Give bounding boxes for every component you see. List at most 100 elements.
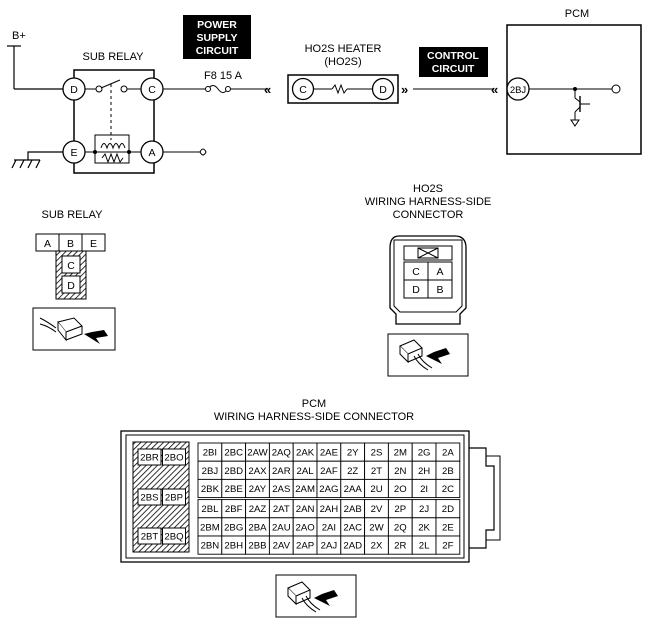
pcm-pin-label: 2AE (320, 448, 338, 459)
heater-pin-c: C (291, 77, 315, 101)
pcm-pin-label: 2H (418, 466, 430, 477)
pcm-pin-label: 2BB (248, 541, 266, 552)
pcm-side-pin-cell (137, 448, 162, 466)
pcm-pin-label: 2BD (224, 466, 243, 477)
pcm-pin-label: 2AW (247, 448, 268, 459)
pcm-pin-label: 2AO (295, 522, 314, 533)
ho2s-heater-label: HO2S HEATER (305, 43, 382, 55)
sub-relay-cell-d: D (67, 280, 75, 292)
fuse-icon (207, 85, 229, 93)
pcm-side-pin-label: 2BS (140, 493, 158, 504)
pcm-pin-label: 2BJ (202, 466, 219, 477)
pcm-side-pin-label: 2BT (141, 532, 159, 543)
pcm-side-pin-label: 2BP (165, 493, 183, 504)
pcm-pin-label: 2O (394, 484, 407, 495)
pcm-pin-label: 2BL (201, 504, 219, 515)
power-supply-line1: POWER (197, 19, 237, 31)
sub-relay-connector-title: SUB RELAY (42, 209, 104, 221)
connector-plug-icon (39, 317, 108, 344)
pcm-pin-label: 2AB (344, 504, 362, 515)
pcm-pin-label: 2R (394, 541, 406, 552)
transistor-icon (570, 89, 590, 127)
pcm-pin-label: 2BK (201, 484, 220, 495)
pcm-pin-label: 2BE (225, 484, 243, 495)
pcm-pin-label: 2Y (347, 448, 359, 459)
ho2s-cell-b: B (436, 284, 443, 296)
pcm-pin-label: 2I (420, 484, 428, 495)
pcm-pin-label: 2AT (273, 504, 290, 515)
pcm-pin-label: 2AL (297, 466, 315, 477)
pcm-connector-title-2: WIRING HARNESS-SIDE CONNECTOR (214, 411, 414, 423)
connector-plug-icon (399, 339, 450, 371)
pcm-pin-label: 2G (418, 448, 431, 459)
coil-winding (100, 143, 126, 150)
heater-resistor-icon (331, 83, 348, 95)
pcm-pin-label: 2M (394, 448, 407, 459)
pcm-pin-label: 2BC (224, 448, 243, 459)
pcm-pin-label: 2D (442, 504, 454, 515)
pcm-pin-label: 2AS (272, 484, 290, 495)
ho2s-connector: HO2S WIRING HARNESS-SIDE CONNECTOR C A D… (365, 183, 492, 377)
pcm-pin-label: 2BA (248, 522, 267, 533)
pcm-side-pin-cell (137, 527, 162, 545)
pcm-pin-label: 2AI (322, 522, 336, 533)
relay-pin-c-label: C (148, 84, 156, 96)
pcm-pin-2bj-label: 2BJ (510, 85, 527, 96)
ho2s-cell-c: C (412, 266, 420, 278)
pcm-pin-label: 2AU (272, 522, 291, 533)
pcm-pin-label: 2Q (394, 522, 407, 533)
pcm-pin-label: 2AX (248, 466, 267, 477)
pcm-pin-label: 2AY (249, 484, 267, 495)
ho2s-heater-sub: (HO2S) (324, 56, 361, 68)
pcm-pin-label: 2AC (343, 522, 362, 533)
relay-pin-a-label: A (148, 147, 155, 159)
relay-pin-a: A (140, 140, 164, 164)
pcm-side-pin-cell (162, 448, 186, 466)
fuse-label: F8 15 A (204, 70, 243, 82)
pcm-pin-label: 2T (371, 466, 382, 477)
pcm-pin-cell (435, 535, 461, 555)
ho2s-cell-d: D (412, 284, 420, 296)
relay-pin-c: C (140, 77, 164, 101)
pcm-pin-label: 2AZ (249, 504, 267, 515)
pcm-pin-label: 2S (371, 448, 383, 459)
pcm-side-pin-cell (162, 488, 186, 506)
pcm-pin-label: 2C (442, 484, 454, 495)
heater-pin-d-label: D (379, 84, 387, 96)
pcm-pin-label: 2V (371, 504, 383, 515)
pcm-pin-label: 2BM (200, 522, 220, 533)
ho2s-connector-title-1: HO2S (413, 183, 443, 195)
pcm-connector-mark: « (491, 82, 498, 97)
pcm-pin-label: 2L (419, 541, 430, 552)
sub-relay-cell-e: E (90, 238, 97, 250)
power-supply-line3: CIRCUIT (196, 45, 239, 57)
left-connector-mark: « (264, 82, 271, 97)
connector-plug-icon (287, 581, 338, 613)
pcm-pin-label: 2AG (319, 484, 338, 495)
pcm-side-pin-label: 2BO (164, 453, 183, 464)
resistor-icon (101, 152, 124, 164)
circuit-schematic: B+ SUB RELAY D C E (7, 8, 642, 174)
pcm-pin-label: 2Z (347, 466, 358, 477)
pcm-pin-label: 2BN (201, 541, 220, 552)
heater-pin-d: D (371, 77, 395, 101)
pcm-pin-label: 2K (418, 522, 430, 533)
pcm-connector-title-1: PCM (302, 398, 326, 410)
ho2s-cell-a: A (436, 266, 443, 278)
pcm-pin-label: 2BG (224, 522, 243, 533)
pcm-pin-label: 2AP (296, 541, 314, 552)
pcm-side-pin-label: 2BQ (164, 532, 183, 543)
pcm-pin-cell (435, 478, 461, 499)
relay-pin-e-label: E (70, 147, 77, 159)
pcm-side-pin-cell (162, 527, 186, 545)
sub-relay-cell-a: A (44, 238, 51, 250)
pcm-pin-label: 2AV (273, 541, 291, 552)
pcm-pin-label: 2AN (296, 504, 315, 515)
control-circuit-badge (419, 47, 488, 77)
ho2s-connector-title-2: WIRING HARNESS-SIDE (365, 196, 492, 208)
pcm-pin-label: 2P (394, 504, 406, 515)
power-supply-line2: SUPPLY (196, 32, 237, 44)
sub-relay-box (73, 69, 155, 174)
